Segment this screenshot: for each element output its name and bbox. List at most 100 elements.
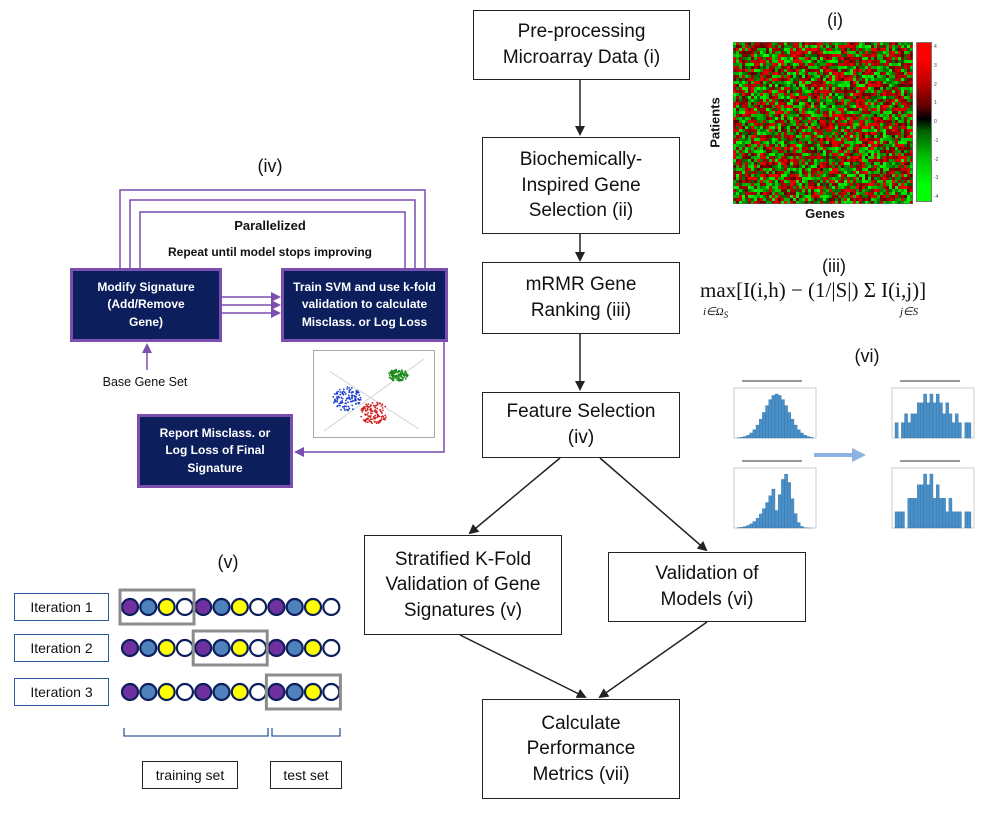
parallelized-label: Parallelized (234, 218, 306, 233)
histogram-post-1 (891, 380, 975, 439)
histogram-bar (755, 424, 760, 439)
histogram-bar (894, 422, 899, 439)
histogram-bar (929, 473, 934, 529)
iteration-1-label: Iteration 1 (14, 593, 109, 621)
histogram-bar (920, 484, 924, 529)
histogram-bar (926, 402, 930, 439)
report-box: Report Misclass. or Log Loss of Final Si… (137, 414, 293, 488)
fold-circle (303, 597, 323, 617)
fold-circle (322, 597, 341, 617)
test-fold-highlight (191, 629, 269, 667)
colorbar-tick: -2 (934, 156, 939, 163)
histogram-bar (951, 511, 956, 529)
panel-iv-label: (iv) (257, 156, 283, 176)
histogram-bar (746, 435, 750, 439)
histogram-bar (945, 511, 949, 529)
histogram-bar (955, 413, 959, 439)
mrmr-formula: max[I(i,h) − (1/|S|) Σ I(i,j)] i∈ΩS j∈S (700, 278, 1000, 328)
histogram-bar (762, 508, 766, 529)
fold-circle (303, 638, 323, 658)
histogram-bar (932, 402, 937, 439)
histogram-bar (942, 498, 946, 529)
fold-circle (285, 597, 304, 617)
histogram-bar (942, 413, 946, 439)
histogram-bar (917, 402, 921, 439)
panel-v-label: (v) (217, 552, 239, 572)
biochem-box: Biochemically- Inspired Gene Selection (… (482, 137, 680, 234)
fold-circle (230, 638, 249, 658)
histogram-bar (743, 526, 747, 529)
panel-iii-label: (iii) (822, 256, 846, 276)
test-set-label: test set (270, 761, 342, 789)
histogram-bar (936, 484, 940, 529)
preprocess-box: Pre-processing Microarray Data (i) (473, 10, 690, 80)
histogram-bar (923, 393, 927, 439)
histogram-bar (781, 479, 785, 529)
histogram-bar (749, 432, 753, 439)
histogram-bar (771, 488, 776, 529)
histogram-bar (784, 473, 788, 529)
histogram-bar (926, 484, 930, 529)
histogram-bar (787, 482, 791, 529)
test-fold-highlight (118, 588, 196, 626)
formula-text: max[I(i,h) − (1/|S|) Σ I(i,j)] (700, 278, 927, 302)
histogram-bar (803, 435, 807, 439)
colorbar-tick: 4 (934, 44, 937, 50)
histogram-bar (759, 419, 763, 439)
histogram-bar (790, 419, 795, 439)
histogram-bar (778, 395, 782, 439)
histogram-bar (948, 498, 953, 529)
fold-circle (120, 638, 140, 658)
base-gene-set-label: Base Gene Set (102, 375, 188, 389)
histogram-bar (752, 429, 757, 439)
histogram-bar (755, 518, 760, 529)
validation-box: Validation of Models (vi) (608, 552, 806, 622)
histogram-bar (948, 413, 953, 439)
colorbar-tick: 3 (934, 62, 937, 69)
histogram-bar (806, 436, 810, 439)
heatmap (733, 42, 913, 204)
histogram-bar (784, 405, 788, 439)
histogram-bar (913, 413, 918, 439)
histogram-bar (901, 511, 905, 529)
panel-i-label: (i) (827, 10, 843, 30)
colorbar-tick: 2 (934, 81, 937, 88)
histogram-bar (907, 422, 911, 439)
feedback-loops (119, 189, 426, 268)
histogram-bar (765, 502, 769, 529)
formula-sub-max: i∈ΩS (703, 306, 729, 321)
histogram-bar (797, 429, 801, 439)
histogram-bar (945, 402, 949, 439)
fold-circle (194, 682, 213, 702)
histogram-bar (939, 498, 943, 529)
histogram-bar (743, 436, 747, 439)
modify-to-train-arrows (220, 292, 281, 318)
genes-label: Genes (805, 206, 845, 221)
histogram-pre-2 (733, 460, 817, 529)
histogram-bar (964, 511, 968, 529)
histogram-bar (809, 437, 814, 439)
colorbar-tick: 0 (934, 119, 937, 125)
stratified-box: Stratified K-Fold Validation of Gene Sig… (364, 535, 562, 635)
histogram-bar (771, 395, 776, 439)
histogram-bar (774, 393, 779, 439)
iteration-2-label: Iteration 2 (14, 634, 109, 662)
fold-circle (175, 597, 195, 617)
histogram-post-2 (891, 460, 975, 529)
fold-circle (175, 682, 195, 702)
histogram-bar (913, 498, 918, 529)
formula-sub-sum: j∈S (900, 306, 919, 318)
histogram-bar (768, 495, 772, 529)
histogram-title-placeholder (900, 380, 960, 382)
histogram-bar (910, 498, 915, 529)
histogram-bar (759, 513, 763, 529)
fold-circle (120, 597, 140, 617)
histogram-bar (781, 399, 785, 439)
histogram-bar (932, 498, 937, 529)
arrow-feature-validation (599, 457, 708, 552)
fold-circle (212, 638, 231, 658)
fold-circle (194, 638, 213, 658)
fold-circle (322, 682, 341, 702)
